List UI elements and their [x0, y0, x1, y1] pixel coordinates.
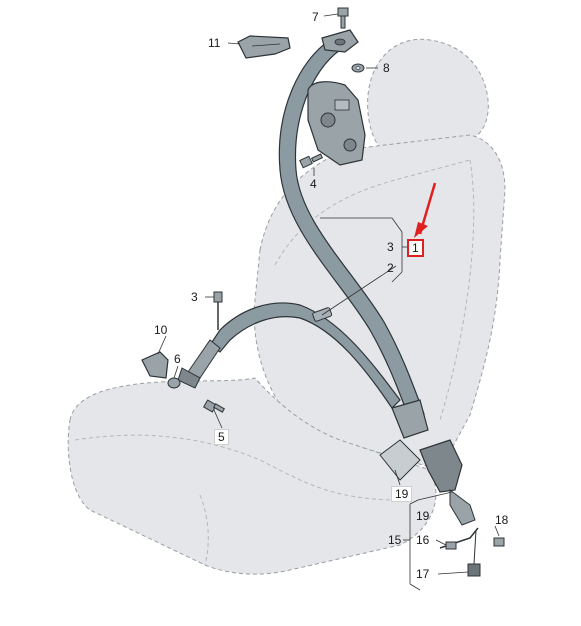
- belt-retractor: [307, 81, 366, 166]
- bolt-7: [337, 7, 349, 29]
- connector-17: [467, 529, 481, 577]
- cover-plate-19: [379, 439, 421, 481]
- label-part-8: 8: [383, 61, 390, 75]
- label-part-4: 4: [310, 177, 317, 191]
- buckle-tongue: [391, 399, 429, 439]
- bolt-4: [299, 153, 324, 169]
- label-part-17: 17: [416, 567, 430, 581]
- red-arrow-icon: [414, 182, 437, 238]
- label-part-19-bracket: 19: [416, 509, 430, 523]
- label-part-15: 15: [388, 533, 402, 547]
- clip-3: [213, 291, 223, 330]
- label-part-10: 10: [154, 323, 168, 337]
- label-part-3-lower: 3: [191, 290, 198, 304]
- bolt-5: [202, 399, 226, 413]
- label-part-16: 16: [416, 533, 430, 547]
- label-part-18: 18: [495, 513, 509, 527]
- label-part-1: 1: [407, 239, 424, 257]
- trim-10: [141, 351, 169, 379]
- label-part-3-upper: 3: [387, 240, 394, 254]
- seat: [67, 38, 506, 575]
- headrest: [367, 38, 489, 151]
- backrest: [253, 134, 506, 471]
- bolt-18: [493, 537, 505, 547]
- cable-16: [439, 527, 479, 550]
- label-part-19-buckle: 19: [391, 486, 413, 502]
- spacer-6: [167, 377, 181, 389]
- leader-lines: [157, 13, 500, 591]
- label-part-7: 7: [312, 10, 319, 24]
- label-part-2: 2: [387, 261, 394, 275]
- label-part-6: 6: [174, 352, 181, 366]
- label-part-5: 5: [214, 429, 229, 445]
- buckle: [419, 439, 476, 526]
- label-part-11: 11: [208, 36, 221, 50]
- washer-8: [351, 63, 365, 73]
- cover-11: [237, 35, 291, 59]
- upper-anchor: [321, 29, 359, 53]
